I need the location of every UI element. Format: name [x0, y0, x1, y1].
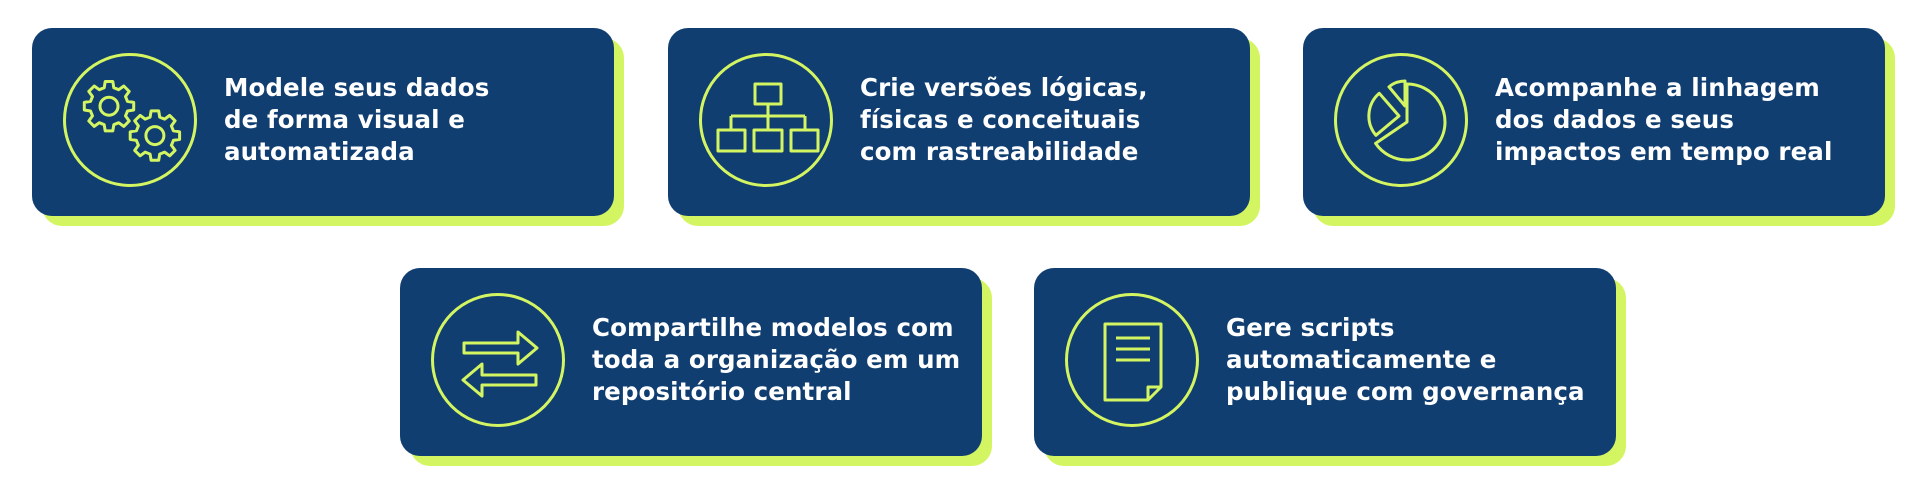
pie-chart-icon — [1367, 79, 1447, 162]
card-label-line: Modele seus dados — [224, 73, 490, 102]
feature-card-lineage: Acompanhe a linhagem dos dados e seus im… — [1303, 28, 1895, 226]
card-label-line: repositório central — [592, 377, 852, 406]
card-label: Acompanhe a linhagem dos dados e seus im… — [1495, 72, 1865, 168]
card-label: Gere scripts automaticamente e publique … — [1226, 312, 1596, 408]
card-face: Gere scripts automaticamente e publique … — [1034, 268, 1616, 456]
card-face: Crie versões lógicas, físicas e conceitu… — [668, 28, 1250, 216]
card-label-line: automaticamente e — [1226, 345, 1497, 374]
icon-circle — [63, 53, 197, 187]
icon-circle — [1065, 293, 1199, 427]
card-label: Crie versões lógicas, físicas e conceitu… — [860, 72, 1230, 168]
hierarchy-icon — [716, 82, 820, 153]
card-label-line: físicas e conceituais — [860, 105, 1141, 134]
document-icon — [1103, 322, 1163, 402]
feature-card-versions: Crie versões lógicas, físicas e conceitu… — [668, 28, 1260, 226]
icon-circle — [431, 293, 565, 427]
card-label-line: Compartilhe modelos com — [592, 313, 954, 342]
icon-circle — [699, 53, 833, 187]
icon-circle — [1334, 53, 1468, 187]
card-label-line: dos dados e seus — [1495, 105, 1735, 134]
card-label-line: Gere scripts — [1226, 313, 1395, 342]
feature-card-visual-modeling: Modele seus dados de forma visual e auto… — [32, 28, 624, 226]
card-face: Acompanhe a linhagem dos dados e seus im… — [1303, 28, 1885, 216]
card-label-line: Crie versões lógicas, — [860, 73, 1148, 102]
card-label-line: com rastreabilidade — [860, 137, 1139, 166]
gears-icon — [82, 80, 182, 162]
feature-card-sharing: Compartilhe modelos com toda a organizaç… — [400, 268, 992, 466]
card-label-line: de forma visual e — [224, 105, 466, 134]
card-label-line: Acompanhe a linhagem — [1495, 73, 1820, 102]
card-label-line: impactos em tempo real — [1495, 137, 1833, 166]
card-label-line: automatizada — [224, 137, 415, 166]
card-label-line: publique com governança — [1226, 377, 1585, 406]
card-label: Compartilhe modelos com toda a organizaç… — [592, 312, 962, 408]
card-face: Compartilhe modelos com toda a organizaç… — [400, 268, 982, 456]
card-face: Modele seus dados de forma visual e auto… — [32, 28, 614, 216]
swap-arrows-icon — [461, 330, 539, 398]
card-label: Modele seus dados de forma visual e auto… — [224, 72, 594, 168]
feature-card-scripts: Gere scripts automaticamente e publique … — [1034, 268, 1626, 466]
card-label-line: toda a organização em um — [592, 345, 961, 374]
